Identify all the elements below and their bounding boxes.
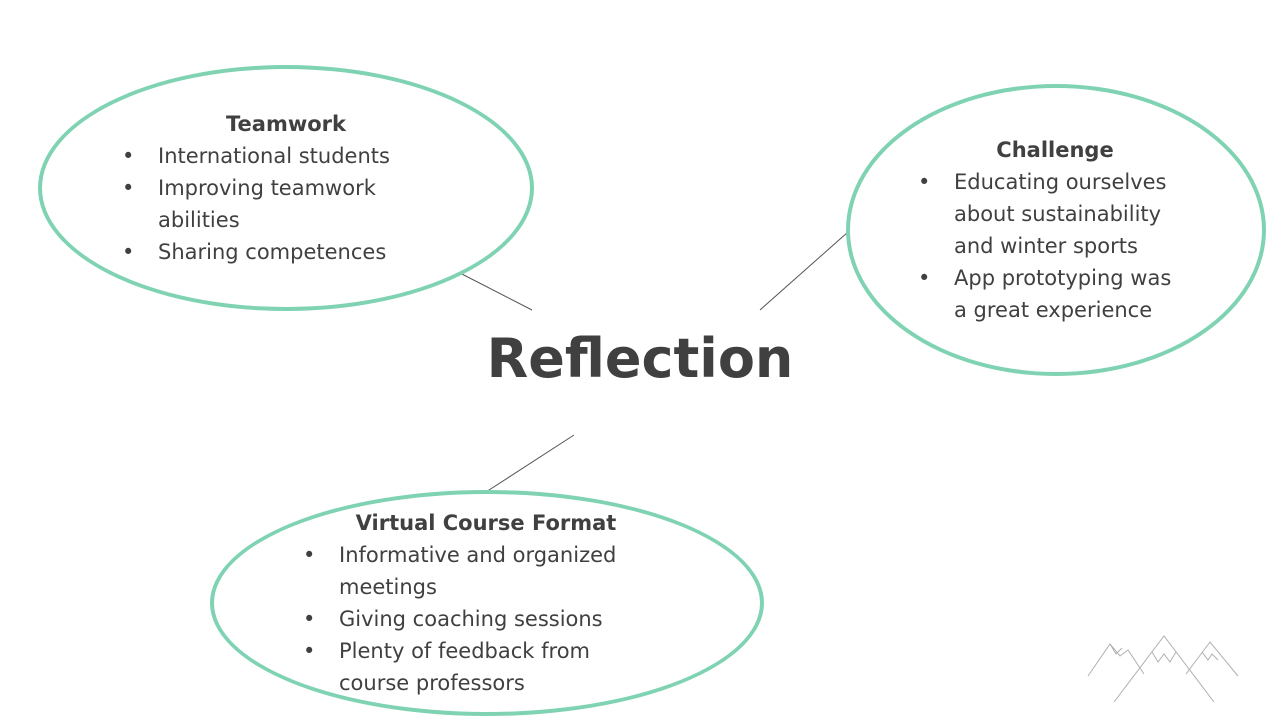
- teamwork-item: International students: [122, 140, 422, 172]
- connector-virtual: [485, 434, 575, 493]
- challenge-title: Challenge: [996, 138, 1114, 162]
- teamwork-list: International students Improving teamwor…: [122, 140, 422, 268]
- connector-teamwork: [457, 271, 533, 311]
- challenge-item: Educating ourselves about sustainability…: [918, 166, 1190, 262]
- teamwork-item: Sharing competences: [122, 236, 422, 268]
- mountain-logo-icon: [1087, 635, 1239, 702]
- virtual-bubble: Virtual Course Format Informative and or…: [303, 507, 663, 699]
- virtual-title: Virtual Course Format: [355, 511, 617, 535]
- center-title: Reflection: [486, 327, 794, 390]
- virtual-item: Giving coaching sessions: [303, 603, 663, 635]
- virtual-item: Informative and organized meetings: [303, 539, 659, 603]
- virtual-item: Plenty of feedback from course professor…: [303, 635, 629, 699]
- connector-challenge: [759, 231, 849, 311]
- teamwork-bubble: Teamwork International students Improvin…: [122, 108, 422, 268]
- challenge-list: Educating ourselves about sustainability…: [918, 166, 1218, 326]
- challenge-bubble: Challenge Educating ourselves about sust…: [918, 134, 1218, 326]
- teamwork-title: Teamwork: [226, 112, 346, 136]
- virtual-list: Informative and organized meetings Givin…: [303, 539, 663, 699]
- teamwork-item: Improving teamwork abilities: [122, 172, 418, 236]
- challenge-item: App prototyping was a great experience: [918, 262, 1190, 326]
